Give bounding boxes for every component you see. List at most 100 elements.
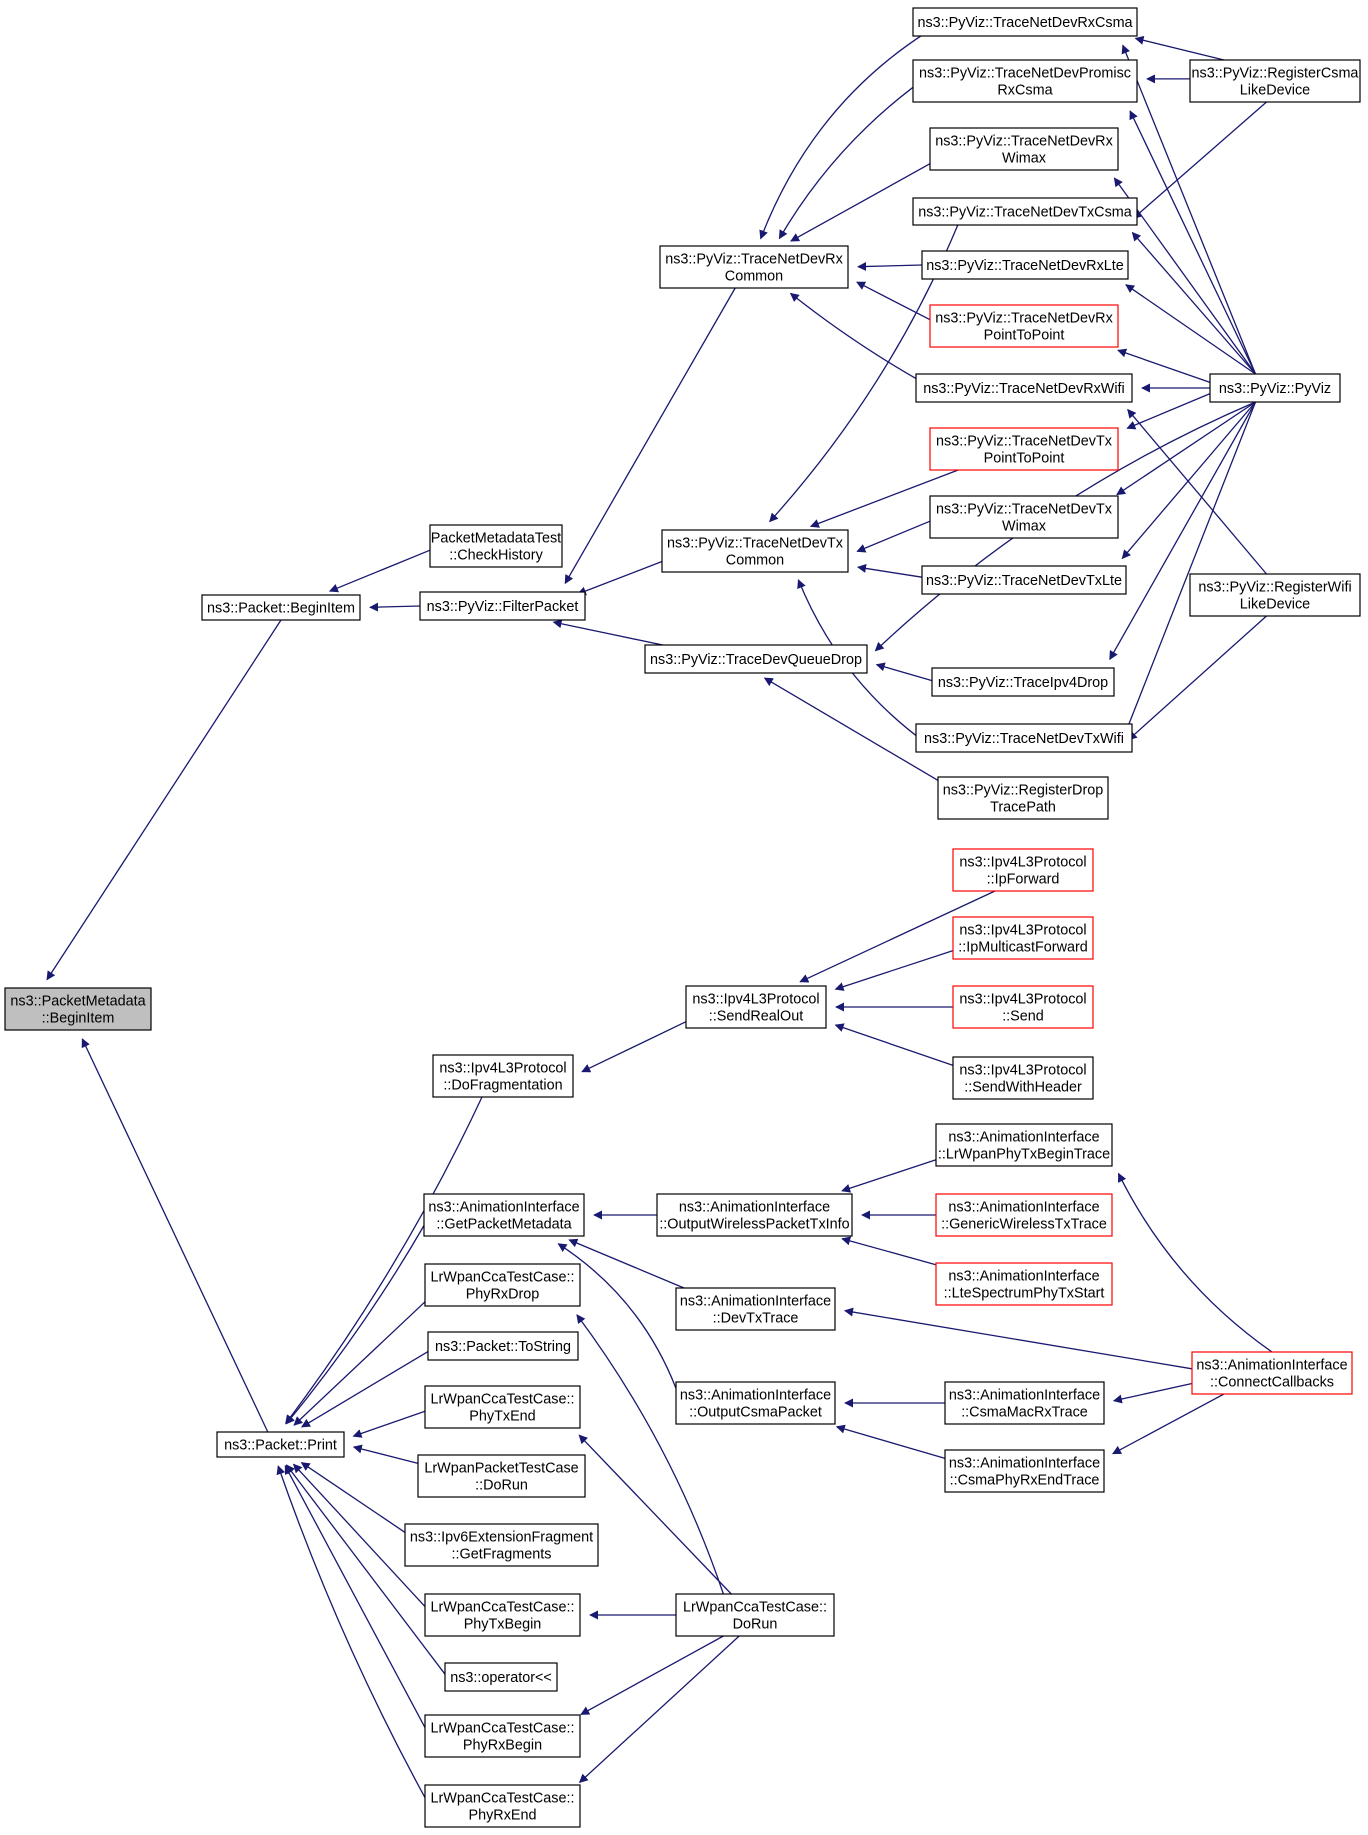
node-csmaphy[interactable]: ns3::AnimationInterface::CsmaPhyRxEndTra… — [944, 1449, 1105, 1493]
edge-connect-to-devtx — [844, 1307, 1193, 1370]
node-swh[interactable]: ns3::Ipv4L3Protocol::SendWithHeader — [952, 1056, 1094, 1100]
node-txwifi[interactable]: ns3::PyViz::TraceNetDevTxWifi — [915, 723, 1133, 753]
node-send[interactable]: ns3::Ipv4L3Protocol::Send — [952, 985, 1094, 1029]
node-label: ns3::PyViz::TraceDevQueueDrop — [650, 652, 862, 668]
node-label: ns3::PyViz::RegisterDrop — [943, 783, 1104, 799]
edge-regwifi-to-txwifi — [1127, 615, 1267, 741]
edge-rxp2p-to-rxc — [856, 281, 931, 321]
edge-rxc-to-fp — [564, 287, 736, 585]
node-ipmc[interactable]: ns3::Ipv4L3Protocol::IpMulticastForward — [952, 916, 1094, 960]
node-box — [935, 1123, 1113, 1167]
node-box — [929, 427, 1119, 471]
node-label: Wimax — [1002, 519, 1047, 535]
node-rxwifi[interactable]: ns3::PyViz::TraceNetDevRxWifi — [915, 373, 1133, 403]
node-box — [1191, 1351, 1353, 1395]
node-owptx[interactable]: ns3::AnimationInterface::OutputWirelessP… — [656, 1193, 853, 1237]
node-lrbegin[interactable]: ns3::AnimationInterface::LrWpanPhyTxBegi… — [935, 1123, 1113, 1167]
node-box — [424, 1784, 581, 1828]
node-gpm[interactable]: ns3::AnimationInterface::GetPacketMetada… — [423, 1193, 585, 1237]
node-tdq[interactable]: ns3::PyViz::TraceDevQueueDrop — [644, 644, 868, 674]
node-gwtx[interactable]: ns3::AnimationInterface::GenericWireless… — [935, 1193, 1113, 1237]
node-label: ns3::PyViz::FilterPacket — [427, 599, 579, 615]
node-rxcsma[interactable]: ns3::PyViz::TraceNetDevRxCsma — [912, 7, 1138, 37]
node-pm[interactable]: ns3::PacketMetadata::BeginItem — [4, 987, 152, 1031]
node-pyviz[interactable]: ns3::PyViz::PyViz — [1209, 373, 1341, 403]
node-ipv6frag[interactable]: ns3::Ipv6ExtensionFragment::GetFragments — [404, 1523, 599, 1567]
node-tostring[interactable]: ns3::Packet::ToString — [427, 1331, 579, 1361]
node-phytxend[interactable]: LrWpanCcaTestCase::PhyTxEnd — [424, 1385, 581, 1429]
edge-swh-to-sro — [834, 1023, 954, 1067]
node-connect[interactable]: ns3::AnimationInterface::ConnectCallback… — [1191, 1351, 1353, 1395]
node-label: ::GenericWirelessTxTrace — [941, 1217, 1107, 1233]
node-oplt[interactable]: ns3::operator<< — [444, 1662, 558, 1692]
node-phyrxdrop[interactable]: LrWpanCcaTestCase::PhyRxDrop — [424, 1263, 581, 1307]
node-label: ::IpMulticastForward — [958, 940, 1088, 956]
node-label: ::OutputWirelessPacketTxInfo — [659, 1217, 849, 1233]
node-label: ns3::PyViz::TraceNetDevRx — [665, 252, 843, 268]
node-phyrxend[interactable]: LrWpanCcaTestCase::PhyRxEnd — [424, 1784, 581, 1828]
node-pmt[interactable]: PacketMetadataTest::CheckHistory — [429, 524, 563, 568]
node-ltestart[interactable]: ns3::AnimationInterface::LteSpectrumPhyT… — [935, 1262, 1113, 1306]
edge-pyviz-to-rxlte — [1125, 284, 1256, 375]
node-sro[interactable]: ns3::Ipv4L3Protocol::SendRealOut — [685, 985, 827, 1029]
edge-txwimax-to-txc — [856, 520, 931, 553]
node-label: ::SendRealOut — [709, 1009, 803, 1025]
node-label: ns3::Packet::ToString — [435, 1339, 571, 1355]
edge-fp-to-pbi — [369, 602, 421, 612]
node-print[interactable]: ns3::Packet::Print — [216, 1431, 345, 1458]
edge-phyrxbegin-to-print — [284, 1465, 426, 1728]
node-devtx[interactable]: ns3::AnimationInterface::DevTxTrace — [675, 1287, 836, 1331]
edge-ltestart-to-owptx — [841, 1236, 945, 1268]
node-label: ns3::AnimationInterface — [679, 1200, 830, 1216]
node-label: ns3::PyViz::TraceNetDevRx — [935, 311, 1113, 327]
edge-print-to-pm — [81, 1038, 269, 1433]
node-ipfwd[interactable]: ns3::Ipv4L3Protocol::IpForward — [952, 848, 1094, 892]
node-box — [417, 1454, 586, 1498]
edge-pyviz-to-txlte — [1121, 401, 1256, 560]
node-lpdorun[interactable]: LrWpanPacketTestCase::DoRun — [417, 1454, 586, 1498]
node-ocsma[interactable]: ns3::AnimationInterface::OutputCsmaPacke… — [675, 1381, 836, 1425]
node-rxlte[interactable]: ns3::PyViz::TraceNetDevRxLte — [921, 250, 1129, 280]
node-label: ::DoFragmentation — [443, 1078, 562, 1094]
node-label: ::GetPacketMetadata — [436, 1217, 571, 1233]
node-label: PacketMetadataTest — [431, 531, 561, 547]
node-pbi[interactable]: ns3::Packet::BeginItem — [201, 594, 361, 621]
node-label: ns3::Ipv4L3Protocol — [959, 992, 1086, 1008]
node-fp[interactable]: ns3::PyViz::FilterPacket — [419, 591, 586, 621]
edge-ipv6frag-to-print — [300, 1462, 406, 1533]
node-txlte[interactable]: ns3::PyViz::TraceNetDevTxLte — [921, 565, 1127, 595]
node-csmamac[interactable]: ns3::AnimationInterface::CsmaMacRxTrace — [944, 1381, 1105, 1425]
node-box — [675, 1287, 836, 1331]
node-txcsma[interactable]: ns3::PyViz::TraceNetDevTxCsma — [912, 197, 1138, 226]
edge-ccadorun-to-phytxend — [578, 1434, 732, 1595]
node-label: ::LrWpanPhyTxBeginTrace — [938, 1147, 1110, 1163]
edge-ccadorun-to-phyrxbegin — [580, 1635, 724, 1715]
node-ipv4drop[interactable]: ns3::PyViz::TraceIpv4Drop — [931, 667, 1115, 697]
node-label: ns3::operator<< — [450, 1670, 552, 1686]
node-label: Common — [725, 269, 783, 285]
node-dofrag[interactable]: ns3::Ipv4L3Protocol::DoFragmentation — [432, 1054, 574, 1098]
node-label: ::BeginItem — [42, 1011, 115, 1027]
node-label: TracePath — [990, 800, 1056, 816]
node-box — [685, 985, 827, 1029]
node-box — [912, 197, 1138, 226]
node-phytxbegin[interactable]: LrWpanCcaTestCase::PhyTxBegin — [424, 1593, 581, 1637]
node-label: ns3::AnimationInterface — [949, 1456, 1100, 1472]
edge-rxprom-to-rxc — [778, 86, 914, 240]
edge-phyrxend-to-print — [276, 1465, 426, 1798]
node-phyrxbegin[interactable]: LrWpanCcaTestCase::PhyRxBegin — [424, 1714, 581, 1758]
node-ccadorun[interactable]: LrWpanCcaTestCase::DoRun — [675, 1593, 835, 1637]
edge-regcsma-to-txcsma — [1132, 101, 1267, 219]
edge-txc-to-fp — [576, 560, 663, 596]
node-box — [944, 1381, 1105, 1425]
